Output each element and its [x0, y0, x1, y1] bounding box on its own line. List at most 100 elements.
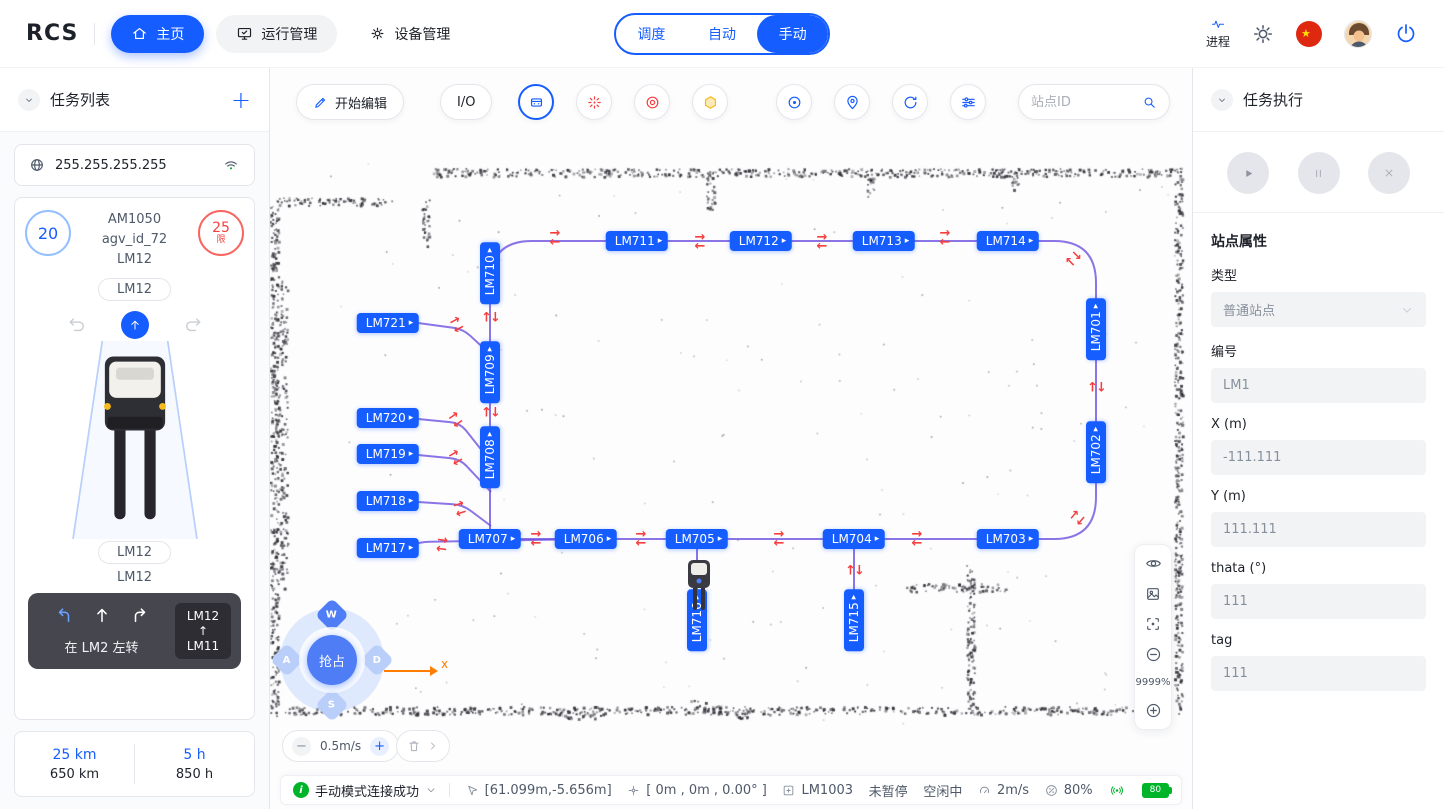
hours-today: 5 h — [183, 746, 206, 763]
property-label: 编号 — [1211, 345, 1238, 360]
power-icon[interactable] — [1394, 22, 1418, 46]
avatar[interactable] — [1344, 19, 1372, 48]
chevron-right-icon — [431, 742, 435, 750]
property-field: thata (°)111 — [1211, 561, 1426, 619]
station-LM706[interactable]: LM706▸ — [554, 529, 618, 549]
connection-message: 手动模式连接成功 — [315, 784, 420, 800]
signal-icon — [1108, 783, 1126, 798]
joystick-center: 抢占 — [299, 627, 365, 693]
snapshot-button[interactable] — [1145, 586, 1161, 602]
station-LM704[interactable]: LM704▸ — [822, 529, 886, 549]
zoom-in-button[interactable] — [1145, 702, 1162, 719]
gauge-icon — [979, 786, 989, 793]
station-LM712[interactable]: LM712▸ — [729, 231, 793, 251]
nav-item-operation[interactable]: 运行管理 — [216, 14, 338, 53]
mode-tab-manual[interactable]: 手动 — [757, 14, 828, 53]
china-flag-icon[interactable]: ★ — [1296, 20, 1322, 47]
speed-control: − 0.5m/s + — [282, 730, 400, 762]
refresh-button[interactable] — [892, 84, 929, 120]
speed-minus-button[interactable]: − — [292, 736, 311, 756]
station-LM708[interactable]: LM708▸ — [480, 425, 500, 489]
mode-tab-dispatch[interactable]: 调度 — [637, 26, 666, 43]
center-locate-button[interactable] — [1145, 616, 1161, 632]
station-LM718[interactable]: LM718▸ — [356, 491, 420, 511]
hours-total: 850 h — [175, 766, 214, 782]
seize-control-button[interactable]: 抢占 — [307, 635, 357, 685]
theme-sun-icon[interactable] — [1252, 23, 1274, 45]
map-view-toolbar: 9999% — [1134, 544, 1172, 730]
search-icon[interactable] — [1142, 95, 1157, 110]
property-input[interactable]: 111.111 — [1211, 512, 1426, 547]
zoom-out-button[interactable] — [1145, 646, 1162, 663]
nav-item-devices[interactable]: 设备管理 — [349, 15, 470, 53]
task-exec-title: 任务执行 — [1243, 91, 1304, 109]
battery-indicator: 80 — [1141, 782, 1172, 798]
manual-joystick: W A S D 抢占 — [270, 598, 394, 722]
station-LM714[interactable]: LM714▸ — [976, 231, 1040, 251]
cancel-button[interactable] — [1368, 152, 1410, 194]
station-LM702[interactable]: LM702▸ — [1086, 420, 1106, 484]
station-LM711[interactable]: LM711▸ — [605, 231, 669, 251]
property-input[interactable]: -111.111 — [1211, 440, 1426, 475]
play-button[interactable] — [1227, 152, 1269, 194]
layer-station-button[interactable] — [834, 84, 871, 120]
clear-tools-pill[interactable] — [396, 730, 450, 762]
property-input[interactable]: LM1 — [1211, 368, 1426, 403]
nav-item-home[interactable]: 主页 — [111, 14, 205, 53]
pause-button[interactable] — [1297, 152, 1340, 194]
station-LM721[interactable]: LM721▸ — [356, 313, 420, 333]
redo-arrow-icon[interactable] — [183, 315, 203, 335]
speed-plus-button[interactable]: + — [370, 736, 390, 756]
property-input[interactable]: 111 — [1211, 656, 1426, 691]
station-LM715[interactable]: LM715▸ — [844, 588, 864, 652]
collapse-button[interactable] — [18, 88, 40, 111]
forward-button[interactable] — [120, 311, 149, 340]
property-input[interactable]: 111 — [1211, 584, 1426, 619]
station-search-input[interactable] — [1031, 94, 1134, 110]
undo-arrow-icon[interactable] — [67, 315, 87, 335]
chevron-down-icon[interactable] — [425, 784, 437, 796]
maneuver-panel: 在 LM2 左转 LM12 ↑ LM11 — [28, 593, 241, 670]
process-button[interactable]: 进程 — [1206, 17, 1230, 50]
agv-connection-card[interactable]: 255.255.255.255 — [14, 144, 255, 186]
wifi-icon — [225, 161, 237, 170]
x-axis-label: x — [441, 657, 449, 671]
trash-icon — [409, 741, 419, 752]
property-field: X (m)-111.111 — [1211, 417, 1426, 475]
station-LM705[interactable]: LM705▸ — [665, 529, 729, 549]
station-LM709[interactable]: LM709▸ — [480, 340, 500, 404]
layer-area-button[interactable] — [692, 84, 729, 120]
filter-button[interactable] — [950, 84, 987, 120]
station-LM720[interactable]: LM720▸ — [356, 408, 420, 428]
layer-reflector-button[interactable] — [634, 84, 671, 120]
io-button[interactable]: I/O — [440, 84, 493, 120]
station-LM710[interactable]: LM710▸ — [480, 241, 500, 305]
layer-landmark-button[interactable] — [776, 84, 813, 120]
map-agv-marker[interactable] — [683, 558, 713, 612]
map-area[interactable]: →←→←→←→←→←↑↓→←→←→←→←→←→←↑↓↑↓↑↓↑↓→←→←→←→←… — [270, 68, 1192, 809]
layer-laser-button[interactable] — [576, 84, 613, 120]
property-input[interactable]: 普通站点 — [1211, 292, 1426, 327]
station-LM703[interactable]: LM703▸ — [976, 529, 1040, 549]
start-edit-button[interactable]: 开始编辑 — [296, 84, 405, 120]
station-LM719[interactable]: LM719▸ — [356, 444, 420, 464]
station-LM717[interactable]: LM717▸ — [356, 538, 420, 558]
nav-label: 主页 — [156, 26, 185, 43]
layer-agv-button[interactable] — [518, 84, 555, 120]
station-LM707[interactable]: LM707▸ — [458, 529, 522, 549]
property-label: 类型 — [1211, 269, 1238, 284]
add-task-button[interactable]: + — [230, 85, 251, 114]
visibility-button[interactable] — [1145, 555, 1162, 572]
task-list-header: 任务列表 + — [0, 68, 269, 132]
station-LM713[interactable]: LM713▸ — [852, 231, 916, 251]
agv-id: agv_id_72 — [101, 232, 168, 248]
route-arrow: ↑ — [197, 624, 209, 639]
filter-icon — [962, 96, 975, 108]
agv-forklift-image — [47, 341, 223, 540]
task-progress: 80% — [1045, 783, 1093, 798]
mode-tab-auto[interactable]: 自动 — [708, 26, 736, 43]
io-label: I/O — [457, 94, 476, 110]
collapse-button[interactable] — [1211, 88, 1233, 111]
station-LM701[interactable]: LM701▸ — [1086, 297, 1106, 361]
